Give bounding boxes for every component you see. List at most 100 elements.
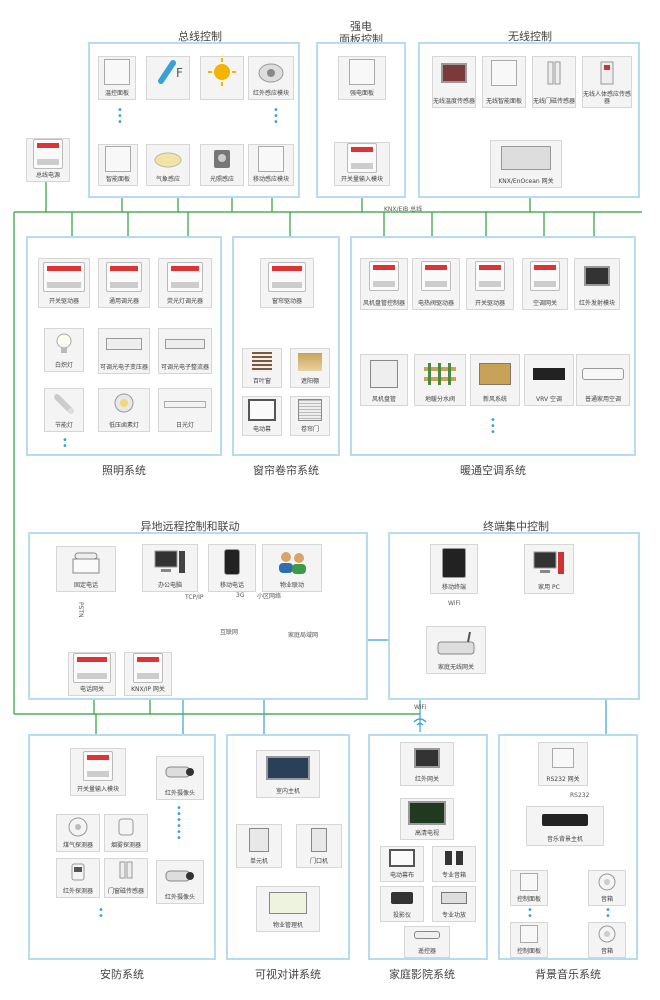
floor-heating-manifold: 地暖分水阀 [414,354,466,406]
wireless-smart-panel: 无线智能面板 [482,56,526,108]
home-wireless-gateway: 家庭无线网关 [426,626,486,674]
wireless-pir-sensor: 无线人体感应传感器 [582,56,632,108]
bus-control-title: 总线控制 [178,30,222,43]
universal-dimmer: 通用调光器 [98,258,150,308]
wireless-temp-sensor: 无线温度传感器 [432,56,476,108]
control-panel-2: 控制面板 [510,922,548,958]
lighting-panel: 开关驱动器 通用调光器 荧光灯调光器 白炽灯 可调光电子变压器 可调光电子整流器… [26,236,222,456]
curtain-driver: 窗帘驱动器 [260,258,314,308]
projection-screen-icon [389,849,415,867]
fluorescent-dimmer: 荧光灯调光器 [158,258,212,308]
property-linkage: 物业联动 [262,544,322,592]
wifi-label: WiFi [448,600,461,607]
fan-coil: 风机盘管 [360,354,408,406]
rs232-gateway-icon [552,748,574,768]
terminal-title: 终端集中控制 [483,520,549,533]
indoor-main-unit: 室内主机 [256,750,320,798]
dimmer-module-icon [167,262,203,292]
knx-bus-label: KNX/EIB 总线 [384,206,423,213]
music-title: 背景音乐系统 [535,968,601,981]
keypad-icon [249,828,269,852]
door-station: 门口机 [296,824,342,868]
split-ac-icon [582,368,624,380]
desktop-pc-icon [533,551,564,574]
control-panel-icon [520,925,538,943]
camera-icon [165,870,194,882]
ir-camera-2: 红外摄像头 [156,860,204,904]
management-console-icon [269,892,307,914]
music-host-icon [542,814,588,826]
wireless-door-sensor: 无线门磁传感器 [532,56,576,108]
phone-gateway: 电话网关 [68,652,116,696]
curtain-module-icon [268,262,306,292]
pro-amplifier: 专业功放 [432,886,476,922]
theater-title: 家庭影院系统 [389,968,455,981]
security-panel: 开关量输入模块 红外摄像头 煤气探测器 烟雾探测器 红外探测器 门窗磁传感器 •… [28,734,216,960]
wireless-title: 无线控制 [508,30,552,43]
gateway-module-icon [530,261,560,291]
input-module-icon [347,143,377,173]
theater-wifi-label: WiFi [414,704,427,711]
phone-icon [72,552,100,574]
light-sensor-top [200,56,244,100]
desktop-pc-icon [154,550,185,573]
gateway-device-icon [501,146,551,170]
remote-controller: 遥控器 [404,926,450,958]
rs232-label: RS232 [570,792,590,799]
projector: 投影仪 [380,886,424,922]
amplifier-icon [441,892,467,904]
bulb-icon [56,333,72,353]
valve-module-icon [421,261,451,291]
more-dots: •• [527,905,533,922]
awning: 遮阳棚 [290,348,330,388]
ip-gateway-icon [133,653,163,683]
music-panel: RS232 网关 RS232 音乐背景主机 控制面板 音箱 •• •• 控制面板… [498,734,638,960]
theater-panel: 红外网关 高清电视 电动幕布 专业音箱 投影仪 专业功放 遥控器 [368,734,488,960]
fan-coil-controller: 风机盘管控制器 [360,258,408,310]
door-station-icon [311,828,327,852]
rolling-door-icon [298,399,322,421]
ir-camera-1: 红外摄像头 [156,756,204,800]
lighting-title: 照明系统 [102,464,146,477]
internet-label: 互联网 [220,629,239,636]
halogen-lamp: 低压卤素灯 [98,388,150,432]
temp-sensor-icon [441,63,467,83]
ceiling-speaker-2: 音箱 [588,922,626,958]
more-dots: ••• [273,105,279,128]
transformer-icon [106,338,142,350]
router-icon [437,632,475,655]
more-dots: •• [605,905,611,922]
dimmer-module-icon [106,262,142,292]
landline-phone: 固定电话 [56,546,116,592]
strong-panel: 强电面板 开关量输入模块 [316,42,406,198]
hvac-panel: 风机盘管控制器 电热阀驱动器 开关驱动器 空调网关 红外发射模块 风机盘管 地暖… [350,236,636,456]
driver-module-icon [43,262,85,292]
office-pc: 办公电脑 [142,544,198,592]
smoke-detector-icon [118,818,134,836]
curtain-panel: 窗帘驱动器 百叶窗 遮阳棚 电动幕 卷帘门 [232,236,340,456]
intercom-title: 可视对讲系统 [255,968,321,981]
mobile-phone: 移动电话 [208,544,256,592]
strong-current-panel: 强电面板 [338,56,386,100]
pir-sensor-icon [600,61,614,85]
motorized-screen: 电动幕 [242,396,282,436]
hvac-title: 暖通空调系统 [460,464,526,477]
more-dots: •• [98,905,104,922]
halogen-icon [114,393,134,413]
property-management-unit: 物业管理机 [256,886,320,932]
gas-detector-icon [68,817,88,837]
knx-ip-gateway: KNX/IP 网关 [124,652,172,696]
ir-sensor-icon [258,63,284,83]
energy-saving-lamp: 节能灯 [44,388,84,432]
tcp-ip-label: TCP/IP [185,594,204,601]
people-icon [279,552,306,574]
music-host: 音乐背景主机 [526,806,604,846]
security-title: 安防系统 [100,968,144,981]
vrv-unit-icon [533,368,565,380]
control-panel-1: 控制面板 [510,870,548,906]
thermal-valve-driver: 电热阀驱动器 [412,258,460,310]
cfl-bulb-icon [54,394,74,414]
unit-door-station: 单元机 [236,824,282,868]
tv-icon [408,801,446,825]
electronic-transformer: 可调光电子变压器 [98,328,150,374]
